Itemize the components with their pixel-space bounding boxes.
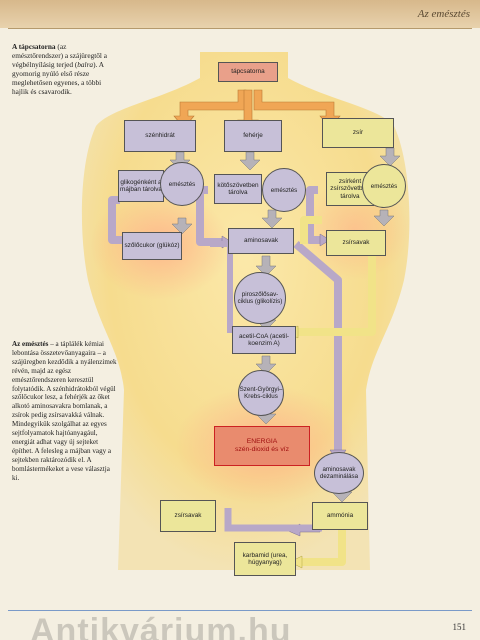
- side-body: – a táplálék kémiai lebontása összetevőa…: [12, 340, 117, 482]
- box-aminosavak: aminosavak: [228, 228, 294, 254]
- box-szolocukor: szőlőcukor (glükóz): [122, 232, 182, 260]
- energia-title: ENERGIA: [246, 438, 278, 445]
- side-paragraph: Az emésztés – a táplálék kémiai lebontás…: [12, 340, 118, 483]
- box-karbamid: karbamid (urea, húgyanyag): [234, 542, 296, 576]
- box-tapcsatorna: tápcsatorna: [218, 62, 278, 82]
- box-kotoszovet: kötőszövetben tárolva: [214, 174, 262, 204]
- intro-italic: balra: [77, 60, 94, 69]
- box-zsirsavak-bottom: zsírsavak: [160, 500, 216, 532]
- yellow-pipes: [296, 216, 376, 566]
- circle-piroszolosav: piroszőlősav-ciklus (glikolízis): [234, 272, 286, 324]
- intro-paragraph: A tápcsatorna (az emésztőrendszer) a szá…: [12, 42, 118, 96]
- circle-emesztes-left: emésztés: [160, 162, 204, 206]
- pipe-to-zsirsavak: [224, 508, 322, 532]
- box-glikogen: glikogénként a májban tárolva: [118, 170, 164, 202]
- box-energia: ENERGIA szén-dioxid és víz: [214, 426, 310, 466]
- intro-body-1: (az emésztőrendszer) a szájüregtől a vég…: [12, 42, 108, 69]
- side-term: Az emésztés: [12, 340, 49, 348]
- circle-szentgyorgyi: Szent-Györgyi–Krebs-ciklus: [238, 370, 284, 416]
- watermark: Antikvárium.hu: [30, 612, 292, 640]
- intro-body-2: ). A gyomorig nyúló első része meglehető…: [12, 60, 104, 96]
- energia-body: szén-dioxid és víz: [234, 446, 290, 453]
- intro-term: A tápcsatorna: [12, 42, 56, 51]
- box-acetil: acetil-CoA (acetil-koenzim A): [232, 326, 296, 354]
- section-title: Az emésztés: [417, 8, 470, 20]
- box-szenhidrat: szénhidrát: [124, 120, 196, 152]
- circle-emesztes-right: emésztés: [362, 164, 406, 208]
- circle-aminosavak-dezaminalasa: aminosavak dezaminálása: [314, 452, 364, 494]
- footer-rule: [8, 610, 472, 611]
- box-ammonia: ammónia: [312, 502, 368, 530]
- box-zsirsavak-top: zsírsavak: [326, 230, 386, 256]
- page-number: 151: [452, 622, 467, 632]
- box-feherje: fehérje: [224, 120, 282, 152]
- box-zsir: zsír: [322, 118, 394, 148]
- circle-emesztes-mid: emésztés: [262, 168, 306, 212]
- header-rule: [8, 28, 472, 29]
- header-bar: [0, 0, 480, 28]
